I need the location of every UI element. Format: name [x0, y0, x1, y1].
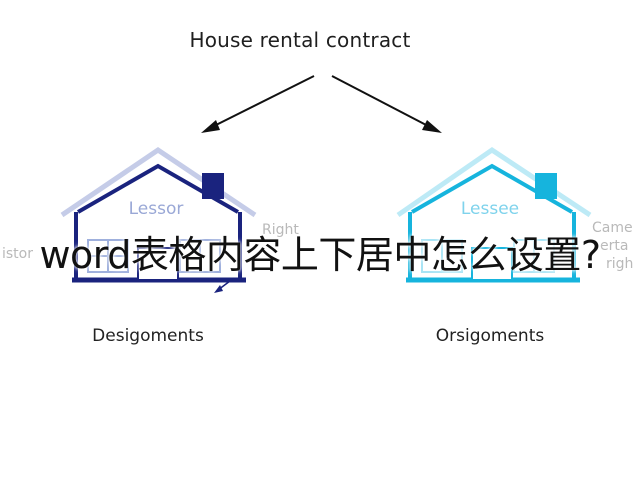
lessor-door: [137, 247, 179, 281]
right-side-text-2: erta: [600, 238, 629, 254]
overlay-headline: word表格内容上下居中怎么设置?: [39, 233, 601, 277]
lessee-caption: Orsigoments: [435, 326, 545, 346]
lessor-caption: Desigoments: [92, 326, 204, 346]
left-side-text-left: istor: [2, 246, 33, 262]
right-side-text-3: righ: [606, 256, 634, 272]
lessee-label: Lessee: [460, 199, 520, 219]
lessee-door: [471, 247, 513, 281]
lessor-chimney: [202, 173, 224, 199]
arrow-to-lessor: [201, 75, 315, 133]
left-side-text-right: Right: [262, 222, 299, 238]
arrow-to-lessee: [331, 75, 442, 133]
lessee-house: [396, 146, 592, 283]
lessor-label: Lessor: [128, 199, 184, 219]
right-side-text-1: Came: [592, 220, 633, 236]
lessee-chimney: [535, 173, 557, 199]
lessor-house: [60, 146, 257, 293]
diagram-title: House rental contract: [189, 28, 411, 52]
